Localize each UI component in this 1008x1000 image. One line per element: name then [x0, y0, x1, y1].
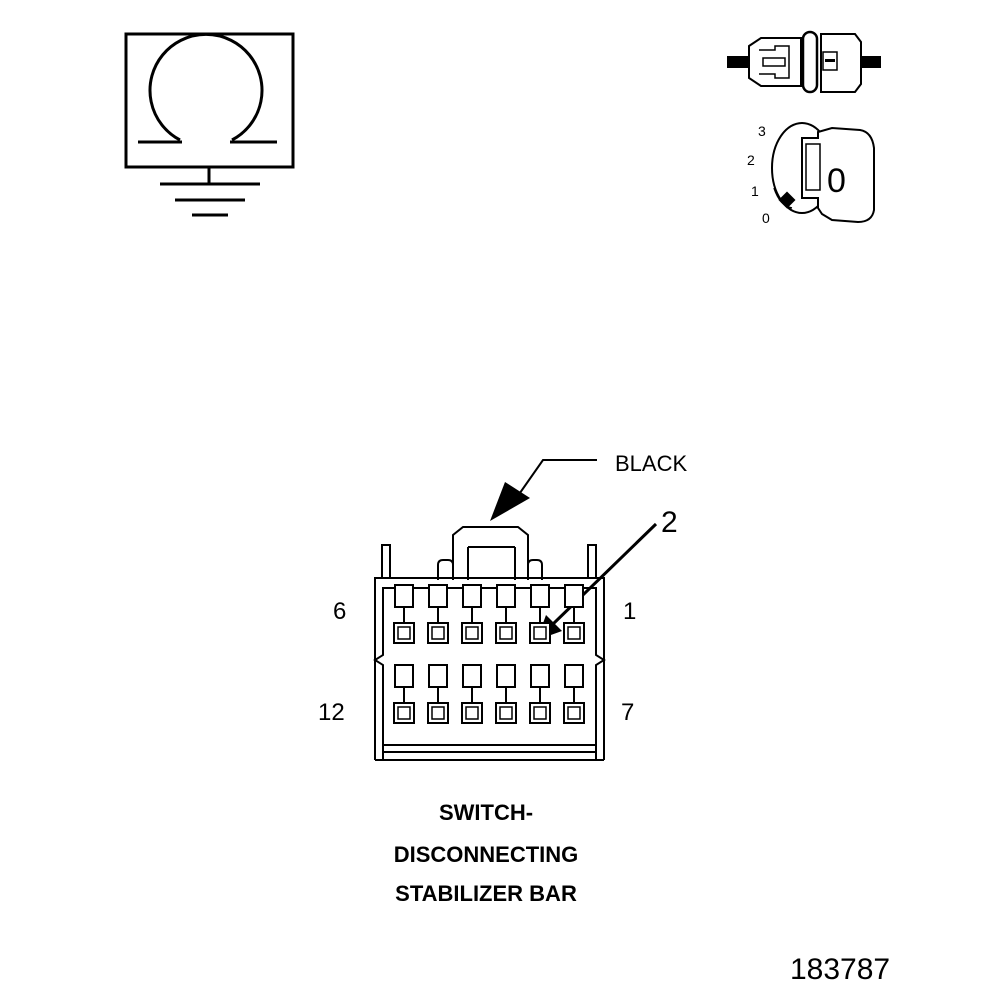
component-title-line-2: DISCONNECTING — [393, 842, 579, 867]
disconnected-connector-icon — [727, 30, 881, 94]
terminal-cavity — [427, 584, 449, 644]
key-position-1: 1 — [751, 183, 759, 199]
terminal-cavity — [461, 664, 483, 724]
terminal-cavity — [529, 664, 551, 724]
pin-number-top-right: 1 — [623, 598, 637, 625]
key-position-3: 3 — [758, 123, 766, 139]
ohmmeter-ground-icon — [124, 32, 295, 217]
pin-number-bottom-right: 7 — [621, 699, 635, 726]
ignition-key-off-icon — [771, 122, 875, 224]
terminal-cavity — [495, 584, 517, 644]
key-position-2: 2 — [747, 152, 755, 168]
component-title-line-3: STABILIZER BAR — [395, 881, 577, 906]
terminal-grid — [393, 584, 585, 724]
terminal-cavity — [495, 664, 517, 724]
color-callout-arrow — [490, 482, 530, 521]
terminal-cavity — [563, 584, 585, 644]
figure-id: 183787 — [790, 953, 891, 986]
terminal-cavity — [393, 584, 415, 644]
key-position-0: 0 — [762, 210, 770, 226]
key-face-label: 0 — [827, 162, 846, 200]
component-title-line-1: SWITCH- — [438, 800, 534, 825]
pin-number-bottom-left: 12 — [318, 699, 345, 726]
terminal-cavity — [461, 584, 483, 644]
terminal-cavity — [393, 664, 415, 724]
terminal-cavity — [529, 584, 551, 644]
terminal-cavity — [563, 664, 585, 724]
terminal-cavity — [427, 664, 449, 724]
connector-housing — [374, 577, 605, 760]
pin-callout-number: 2 — [661, 506, 678, 539]
connector-color-label: BLACK — [615, 451, 688, 476]
pin-number-top-left: 6 — [333, 598, 347, 625]
connector-latch — [452, 526, 529, 580]
